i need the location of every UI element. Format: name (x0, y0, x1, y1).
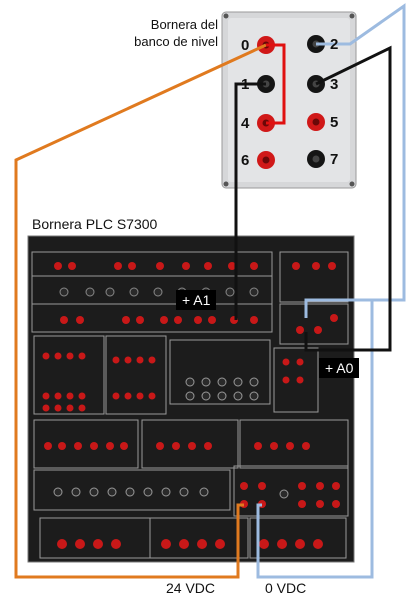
terminal-1-label: 1 (241, 76, 250, 93)
terminal-6-label: 6 (241, 152, 250, 169)
wire-0vdc-blue-top (304, 3, 406, 318)
supply-0vdc-label: 0 VDC (265, 580, 307, 596)
terminal-7-jack (307, 150, 325, 168)
plc-jacks-row3 (60, 316, 258, 324)
terminal-2-label: 2 (330, 36, 339, 53)
terminal-5-label: 5 (330, 114, 339, 131)
a0-output-tag: + A0 (319, 358, 360, 378)
panel-screw (223, 181, 229, 187)
plc-jacks-row1 (54, 262, 258, 270)
terminal-0-label: 0 (241, 37, 250, 54)
level-bench-title-line2: banco de nivel (134, 34, 218, 49)
plc-jacks-row2 (59, 287, 259, 297)
wire-jumper-red (266, 43, 286, 125)
terminal-7-label: 7 (330, 151, 339, 168)
level-bench-title-line1: Bornera del (150, 17, 218, 32)
wire-24vdc-orange (14, 43, 267, 579)
panel-screw (349, 181, 355, 187)
wire-a1-black (234, 82, 266, 320)
level-bench-terminal-block (221, 11, 357, 189)
plc-block-title: Bornera PLC S7300 (32, 216, 158, 232)
level-bench-block-title: Bornera del banco de nivel (108, 16, 218, 50)
panel-screw (223, 13, 229, 19)
terminal-panel-inner (228, 18, 350, 182)
plc-jacks-right (292, 262, 338, 334)
terminal-6-jack (257, 151, 275, 169)
terminal-5-jack (307, 113, 325, 131)
plc-jacks-middle (42, 352, 340, 549)
plc-jacks-black (53, 377, 289, 499)
wire-0vdc-blue-bottom (256, 300, 374, 579)
wire-a0-black (304, 45, 392, 352)
a1-output-tag: + A1 (176, 290, 217, 310)
plc-s7300-panel (27, 235, 355, 563)
plc-section-outlines (31, 251, 349, 559)
terminal-4-label: 4 (241, 115, 250, 132)
panel-screw (349, 13, 355, 19)
supply-24vdc-label: 24 VDC (166, 580, 216, 596)
terminal-3-label: 3 (330, 76, 339, 93)
